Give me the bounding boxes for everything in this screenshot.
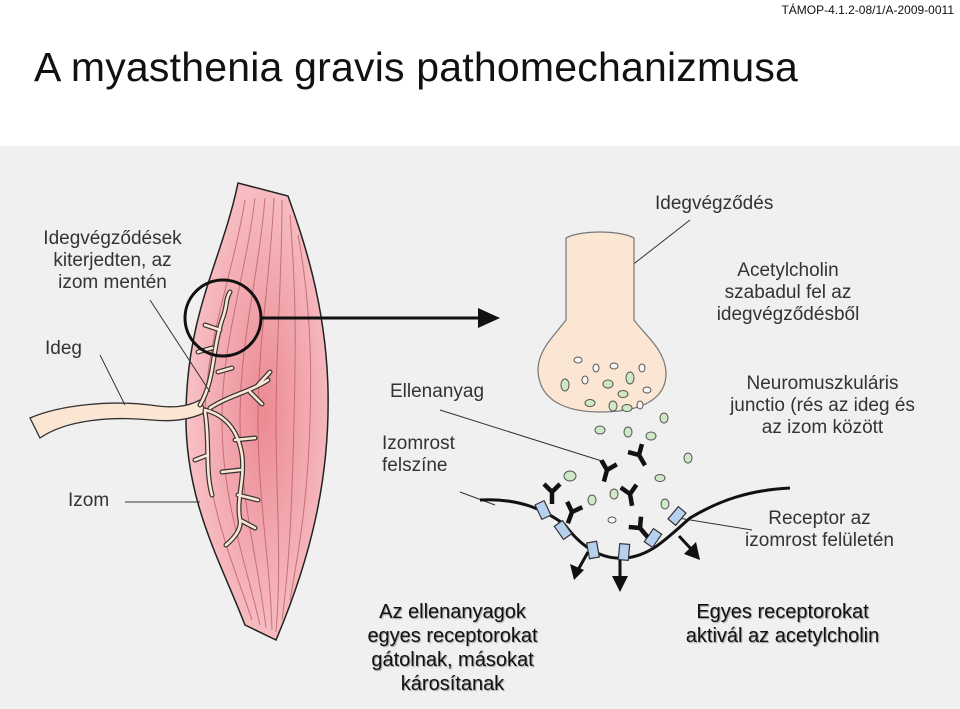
- nerve-branches: [29, 289, 273, 548]
- leader-nerve-endings: [149, 299, 211, 393]
- zoom-arrow: [262, 308, 500, 328]
- leader-antibody: [439, 409, 606, 463]
- caption-antibody-effect: Az ellenanyagok egyes receptorokat gátol…: [367, 601, 538, 695]
- leader-nerve: [99, 354, 126, 406]
- label-nerve: Ideg: [45, 338, 82, 359]
- label-nerve-endings: Idegvégződések kiterjedten, az izom ment…: [43, 228, 182, 293]
- receptors: [534, 499, 687, 562]
- diagram-panel: [0, 146, 960, 709]
- label-antibody: Ellenanyag: [390, 381, 485, 402]
- leader-receptor: [677, 517, 753, 531]
- label-neuromuscular-junction: Neuromuszkuláris junctio (rés az ideg és…: [730, 373, 915, 438]
- caption-ach-activation: Egyes receptorokat aktivál az acetylchol…: [685, 601, 880, 647]
- label-muscle: Izom: [68, 490, 110, 511]
- muscle-shape: [185, 182, 329, 642]
- ach-vesicles: [560, 356, 693, 524]
- label-receptor: Receptor az izomrost felületén: [745, 508, 894, 551]
- signal-arrows: [570, 534, 700, 592]
- label-nerve-terminal: Idegvégződés: [655, 193, 774, 214]
- leader-surface: [459, 491, 496, 506]
- label-muscle-surface: Izomrost felszíne: [382, 433, 455, 476]
- label-ach-release: Acetylcholin szabadul fel az idegvégződé…: [716, 260, 860, 325]
- nerve-terminal: [537, 231, 667, 413]
- zoom-circle: [183, 278, 263, 358]
- project-code: TÁMOP-4.1.2-08/1/A-2009-0011: [781, 3, 954, 17]
- page-title: A myasthenia gravis pathomechanizmusa: [34, 44, 799, 90]
